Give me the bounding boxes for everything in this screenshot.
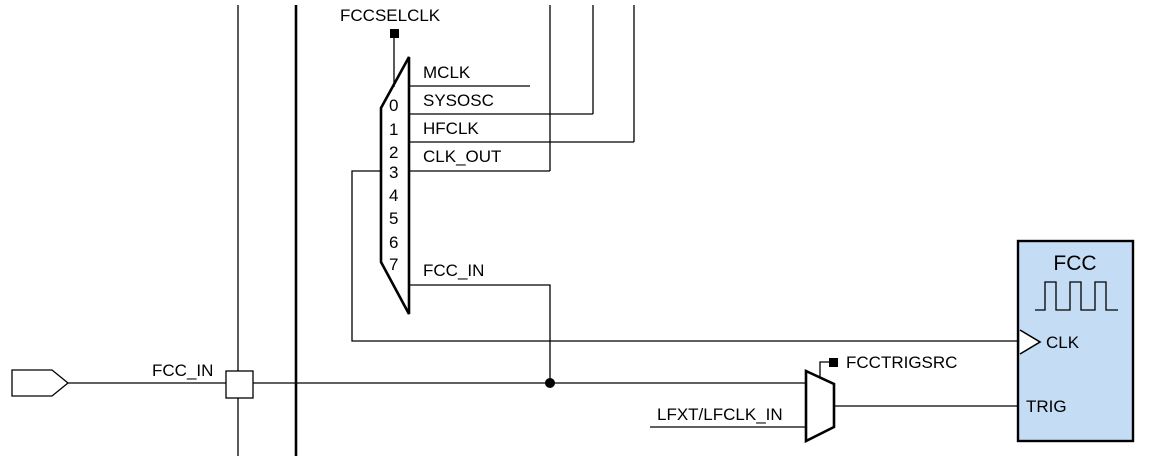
fcctrigsrc-select-marker <box>829 358 838 367</box>
fccselclk-label: FCCSELCLK <box>340 6 441 25</box>
mux-index-6: 6 <box>389 233 398 252</box>
sysosc-label: SYSOSC <box>423 91 494 110</box>
fccselclk-select-marker <box>390 29 399 38</box>
fcc-in-mux-wire <box>409 284 551 383</box>
fcc-trig-label: TRIG <box>1026 397 1067 416</box>
trig-mux-trapezoid <box>804 368 836 444</box>
mux-index-1: 1 <box>389 120 398 139</box>
mux-index-3: 3 <box>389 163 398 182</box>
fcc-title: FCC <box>1053 252 1096 275</box>
fcc-in-mux-label: FCC_IN <box>423 261 484 280</box>
pin-mux-square <box>225 370 254 399</box>
clk-out-label: CLK_OUT <box>423 147 501 166</box>
mux-index-5: 5 <box>389 209 398 228</box>
fcctrigsrc-select-line <box>819 361 829 377</box>
fcctrigsrc-label: FCCTRIGSRC <box>846 353 957 372</box>
mux-index-7: 7 <box>389 255 398 274</box>
mux-index-2: 2 <box>389 143 398 162</box>
clock-waveform-icon <box>1035 281 1118 311</box>
mux-index-0: 0 <box>389 96 398 115</box>
mux-index-4: 4 <box>389 186 398 205</box>
lfxt-label: LFXT/LFCLK_IN <box>657 405 783 424</box>
pin-label: FCC_IN <box>152 361 213 380</box>
main-mux-trapezoid <box>379 56 411 315</box>
fcc-clk-label: CLK <box>1046 333 1080 352</box>
clk-input-triangle-icon <box>1019 329 1042 355</box>
mux-output-wire <box>351 170 1020 342</box>
hfclk-label: HFCLK <box>423 119 479 138</box>
mclk-label: MCLK <box>423 63 471 82</box>
input-pin-arrow-icon <box>11 369 70 397</box>
